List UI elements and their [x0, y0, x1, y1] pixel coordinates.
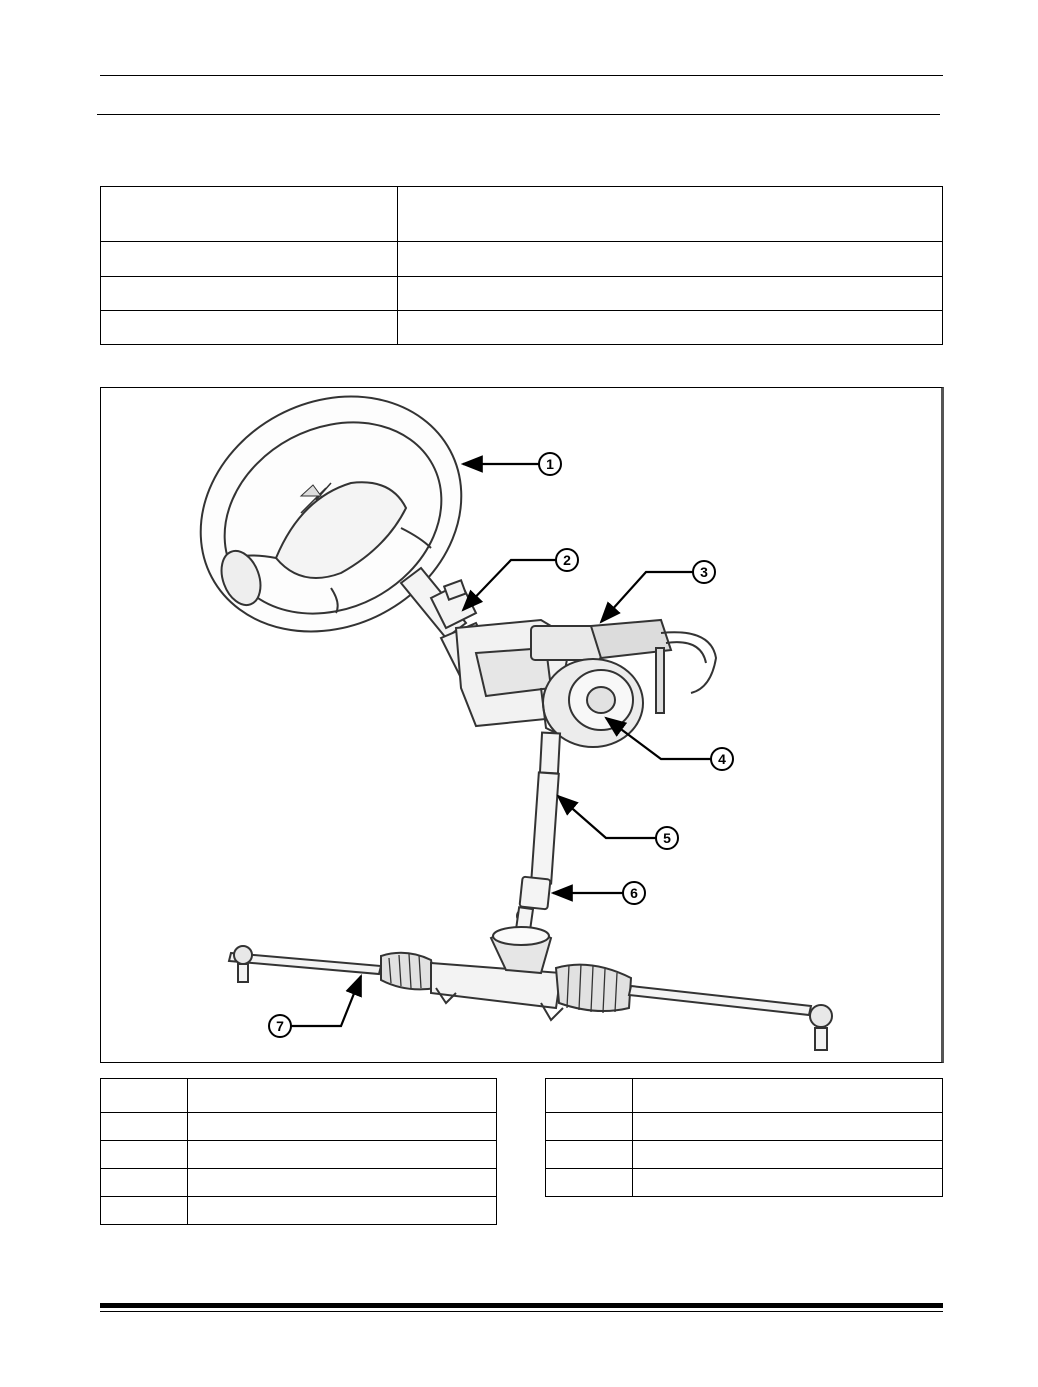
table-cell [100, 186, 398, 242]
table-row [545, 1112, 943, 1141]
table-cell [187, 1168, 497, 1197]
table-cell [397, 241, 943, 277]
steering-system-drawing: 1 2 3 4 5 6 7 [199, 395, 833, 1051]
table-cell [545, 1140, 633, 1169]
table-cell [100, 1196, 188, 1225]
callout-number: 3 [700, 564, 708, 580]
callout-7: 7 [268, 1014, 292, 1038]
legend-table-left [100, 1078, 497, 1225]
table-cell [100, 276, 398, 311]
table-row [100, 1168, 497, 1197]
callout-number: 7 [276, 1018, 284, 1034]
table-row [100, 310, 943, 345]
leader-line-4 [604, 716, 711, 761]
table-cell [100, 1168, 188, 1197]
callout-6: 6 [622, 881, 646, 905]
table-cell [545, 1078, 633, 1113]
table-row [100, 276, 943, 311]
callout-4: 4 [710, 747, 734, 771]
steering-rack-assembly [227, 926, 833, 1051]
steering-system-figure: 1 2 3 4 5 6 7 [100, 387, 944, 1063]
table-row [100, 1140, 497, 1169]
table-cell [100, 1078, 188, 1113]
table-row [545, 1140, 943, 1169]
table-row [545, 1168, 943, 1197]
table-cell [632, 1078, 943, 1113]
callout-number: 1 [546, 456, 554, 472]
leader-line-7 [291, 973, 363, 1028]
table-cell [545, 1168, 633, 1197]
table-row [100, 1196, 497, 1225]
leader-line-5 [556, 794, 656, 840]
callout-1: 1 [538, 452, 562, 476]
callout-number: 4 [718, 751, 726, 767]
table-cell [397, 276, 943, 311]
footer-rule-thick [100, 1303, 943, 1308]
table-cell [397, 186, 943, 242]
callout-number: 5 [663, 830, 671, 846]
table-cell [545, 1112, 633, 1141]
table-cell [100, 1112, 188, 1141]
callout-2: 2 [555, 548, 579, 572]
footer-rule-thin [100, 1311, 943, 1312]
leader-line-3 [599, 570, 693, 624]
table-cell [187, 1078, 497, 1113]
callout-number: 6 [630, 885, 638, 901]
callout-3: 3 [692, 560, 716, 584]
table-cell [100, 1140, 188, 1169]
table-row [100, 241, 943, 277]
leader-line-2 [461, 558, 556, 612]
table-cell [187, 1112, 497, 1141]
table-cell [632, 1140, 943, 1169]
header-rule-bottom [97, 114, 940, 115]
intermediate-shaft [511, 731, 562, 955]
table-cell [100, 310, 398, 345]
table-row [100, 1078, 497, 1113]
table-row [100, 1112, 497, 1141]
column-housing-assembly [454, 618, 718, 748]
callout-5: 5 [655, 826, 679, 850]
table-row [100, 186, 943, 242]
header-rule-top [100, 75, 943, 76]
steering-wheel [199, 395, 463, 633]
table-cell [632, 1168, 943, 1197]
callout-leaders [291, 455, 711, 1028]
table-cell [632, 1112, 943, 1141]
table-cell [100, 241, 398, 277]
legend-table-right [545, 1078, 943, 1197]
table-cell [187, 1196, 497, 1225]
callout-number: 2 [563, 552, 571, 568]
table-cell [187, 1140, 497, 1169]
specification-table [100, 186, 943, 345]
table-cell [397, 310, 943, 345]
table-row [545, 1078, 943, 1113]
